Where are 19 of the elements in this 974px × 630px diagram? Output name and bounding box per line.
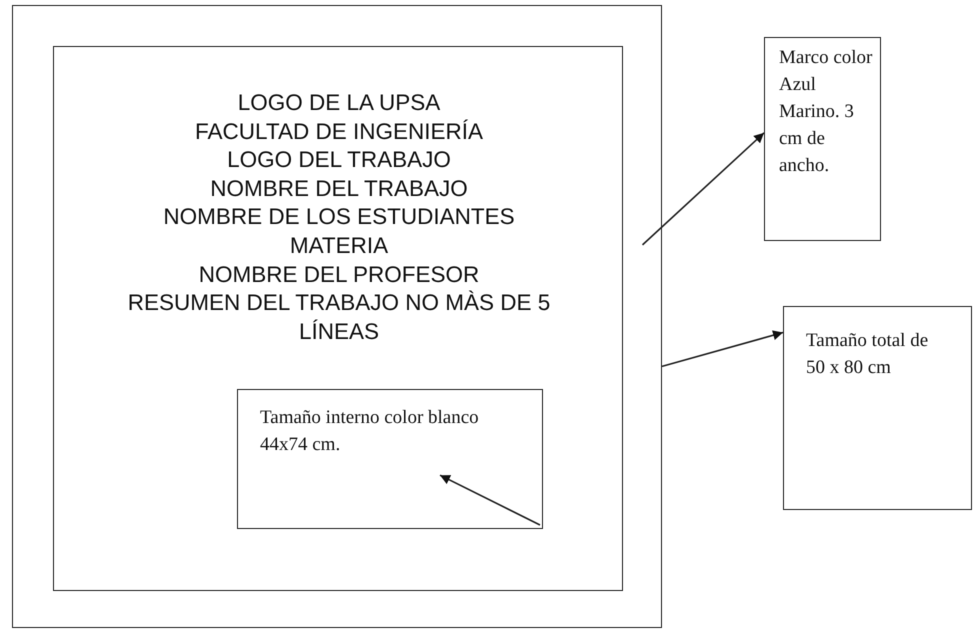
title-line: FACULTAD DE INGENIERÍA — [195, 118, 483, 144]
title-line: RESUMEN DEL TRABAJO NO MÀS DE 5 LÍNEAS — [128, 290, 550, 344]
arrow — [642, 132, 765, 246]
note-text: Marco color Azul Marino. 3 cm de ancho. — [779, 46, 874, 178]
title-line: NOMBRE DE LOS ESTUDIANTES — [163, 204, 515, 230]
note-text: Tamaño total de 50 x 80 cm — [806, 329, 930, 380]
title-line: LOGO DEL TRABAJO — [227, 147, 451, 172]
title-line: LOGO DE LA UPSA — [238, 90, 440, 115]
title-line: NOMBRE DEL PROFESOR — [198, 262, 480, 287]
title-line: MATERIA — [290, 232, 388, 258]
outer-frame-box — [12, 5, 662, 628]
inner-area-box — [53, 46, 623, 591]
note-box — [783, 306, 972, 510]
note-text: Tamaño interno color blanco 44x74 cm. — [260, 406, 480, 457]
note-box — [237, 389, 543, 529]
arrow — [662, 330, 784, 368]
title-line: NOMBRE DEL TRABAJO — [210, 176, 468, 201]
arrow — [440, 474, 540, 526]
note-box — [764, 37, 881, 241]
